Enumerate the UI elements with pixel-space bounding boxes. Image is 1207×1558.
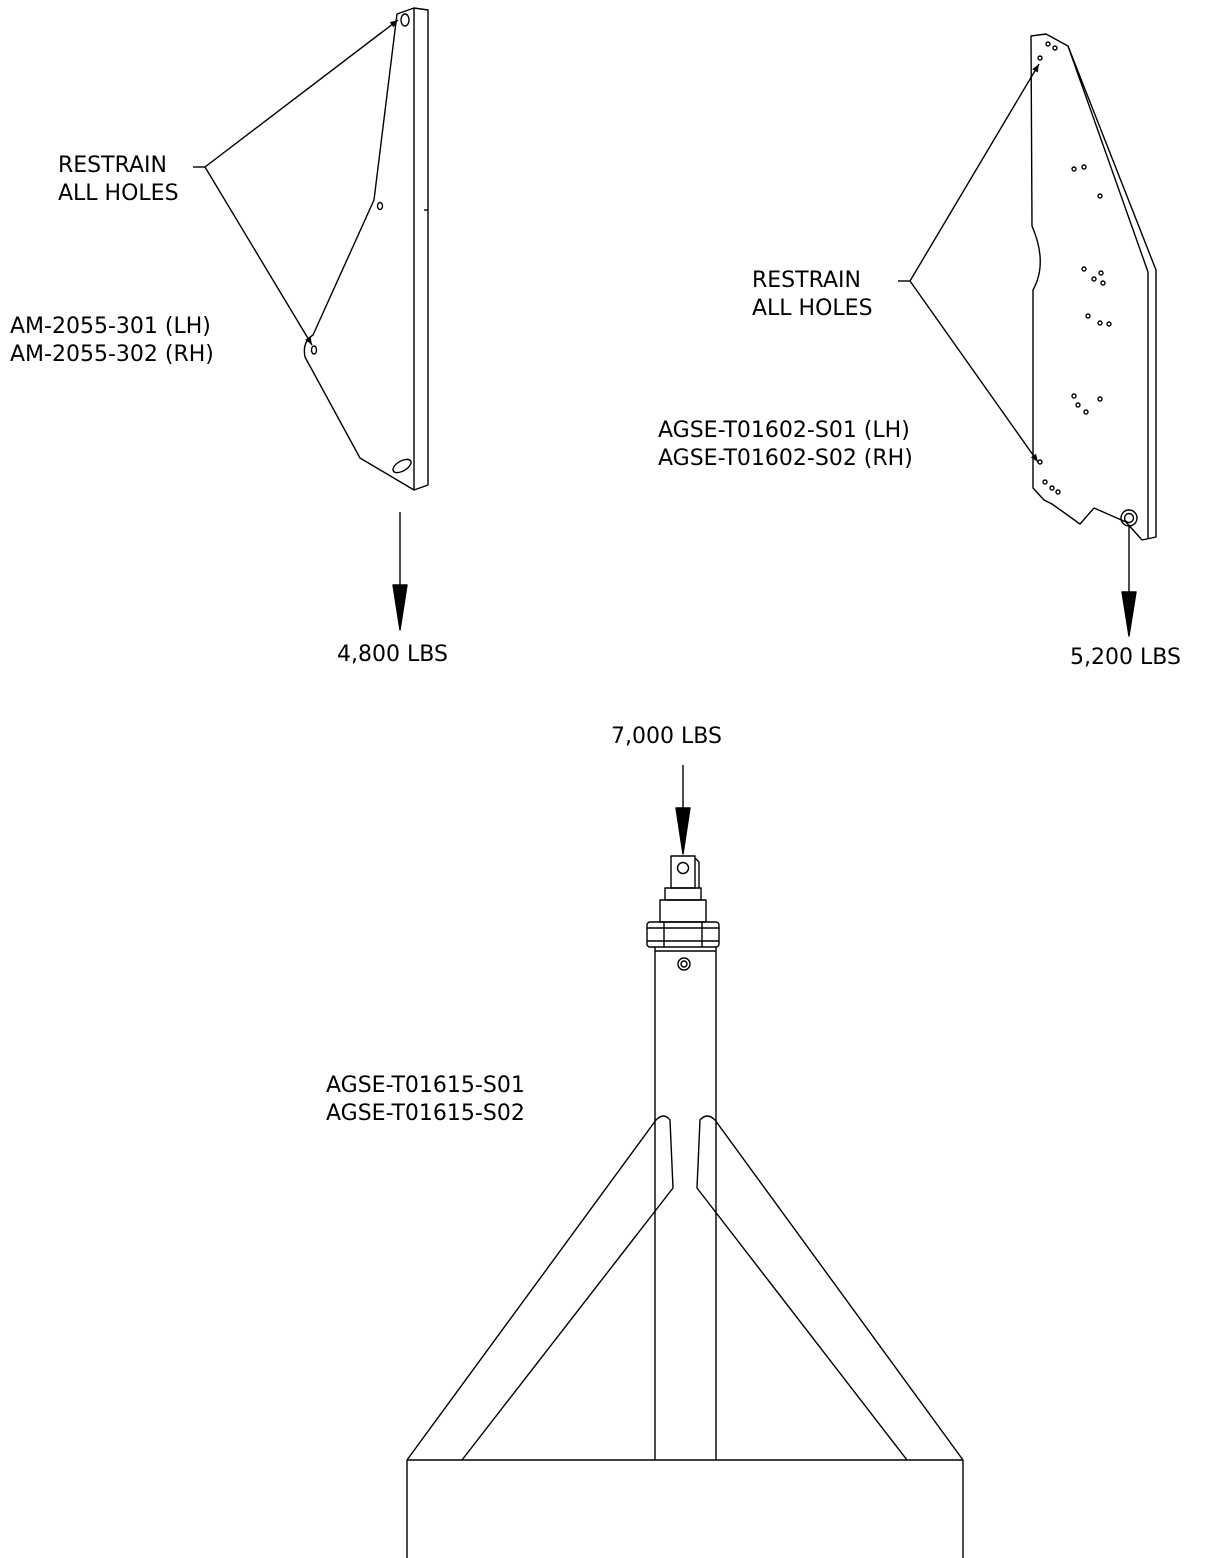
leg-left: [406, 1115, 674, 1461]
plate-b-hole: [1049, 485, 1055, 491]
plate-b-outline: [1030, 33, 1157, 541]
load-a-label: 4,800 LBS: [337, 642, 448, 667]
plate-b-hole: [1083, 409, 1089, 415]
load-arrow-c-head: [675, 807, 691, 855]
plate-b-hole: [1097, 396, 1103, 402]
callout-b-leader-top: [909, 63, 1040, 282]
callout-b-label: RESTRAIN ALL HOLES: [752, 267, 873, 323]
part-b-number-lh: AGSE-T01602-S01 (LH): [658, 418, 910, 443]
bracket-a-outline: [303, 7, 429, 491]
callout-a-line-1: RESTRAIN: [58, 153, 167, 178]
jam-nut: [664, 887, 702, 901]
plate-b-hole: [1037, 55, 1043, 61]
hex-nut: [646, 921, 720, 948]
part-a-number-rh: AM-2055-302 (RH): [10, 342, 214, 367]
plate-b-hole: [1081, 164, 1087, 170]
load-c-label: 7,000 LBS: [611, 724, 722, 749]
callout-a-leader-top: [204, 19, 399, 168]
stand-agse-t01615: [406, 855, 964, 1558]
plate-agse-t01602: [1030, 33, 1157, 541]
plate-b-hole: [1098, 270, 1104, 276]
part-c-number-2: AGSE-T01615-S02: [326, 1101, 525, 1126]
plate-b-hole: [1097, 320, 1103, 326]
load-arrow-a-head: [392, 584, 408, 631]
part-c-number-label: AGSE-T01615-S01 AGSE-T01615-S02: [326, 1072, 525, 1128]
plate-b-hole: [1052, 45, 1058, 51]
callout-b-line-2: ALL HOLES: [752, 296, 873, 321]
set-screw-inner: [680, 960, 688, 968]
plate-b-hole: [1037, 459, 1043, 465]
part-b-number-rh: AGSE-T01602-S02 (RH): [658, 446, 913, 471]
bracket-a-hole-low: [310, 345, 318, 355]
leg-right: [696, 1115, 964, 1461]
plate-b-hole: [1085, 313, 1091, 319]
clevis-tab: [670, 855, 696, 889]
callout-b-line-1: RESTRAIN: [752, 268, 861, 293]
plate-b-boss-outer: [1120, 509, 1138, 527]
part-a-number-lh: AM-2055-301 (LH): [10, 314, 211, 339]
plate-b-hole: [1091, 276, 1097, 282]
clevis-pin-hole: [676, 861, 690, 875]
plate-b-hole: [1081, 266, 1087, 272]
plate-b-edge: [1067, 45, 1149, 273]
callout-a-label: RESTRAIN ALL HOLES: [58, 152, 179, 208]
clevis-shadow: [694, 857, 700, 863]
callout-b-leader-low: [909, 280, 1039, 463]
plate-b-hole: [1042, 479, 1048, 485]
set-screw: [677, 957, 691, 971]
callout-a-leader-low: [204, 166, 313, 346]
bracket-a-slot: [392, 458, 412, 474]
plate-b-hole: [1055, 489, 1061, 495]
plate-b-hole: [1097, 193, 1103, 199]
plate-b-hole: [1075, 402, 1081, 408]
callout-a-line-2: ALL HOLES: [58, 181, 179, 206]
bracket-a-hole-mid: [376, 201, 384, 211]
load-arrow-b-head: [1121, 591, 1137, 637]
plate-b-hole: [1071, 393, 1077, 399]
threaded-stem: [659, 899, 707, 923]
part-a-number-label: AM-2055-301 (LH) AM-2055-302 (RH): [10, 313, 214, 369]
plate-b-boss-inner: [1123, 512, 1135, 524]
bracket-a-hole-top: [400, 13, 410, 27]
plate-b-hole: [1100, 280, 1106, 286]
part-c-number-1: AGSE-T01615-S01: [326, 1073, 525, 1098]
plate-b-hole: [1045, 41, 1051, 47]
plate-b-hole: [1071, 166, 1077, 172]
plate-b-hole: [1106, 321, 1112, 327]
bracket-am-2055: [303, 7, 429, 491]
load-b-label: 5,200 LBS: [1070, 645, 1181, 670]
part-b-number-label: AGSE-T01602-S01 (LH) AGSE-T01602-S02 (RH…: [658, 417, 913, 473]
